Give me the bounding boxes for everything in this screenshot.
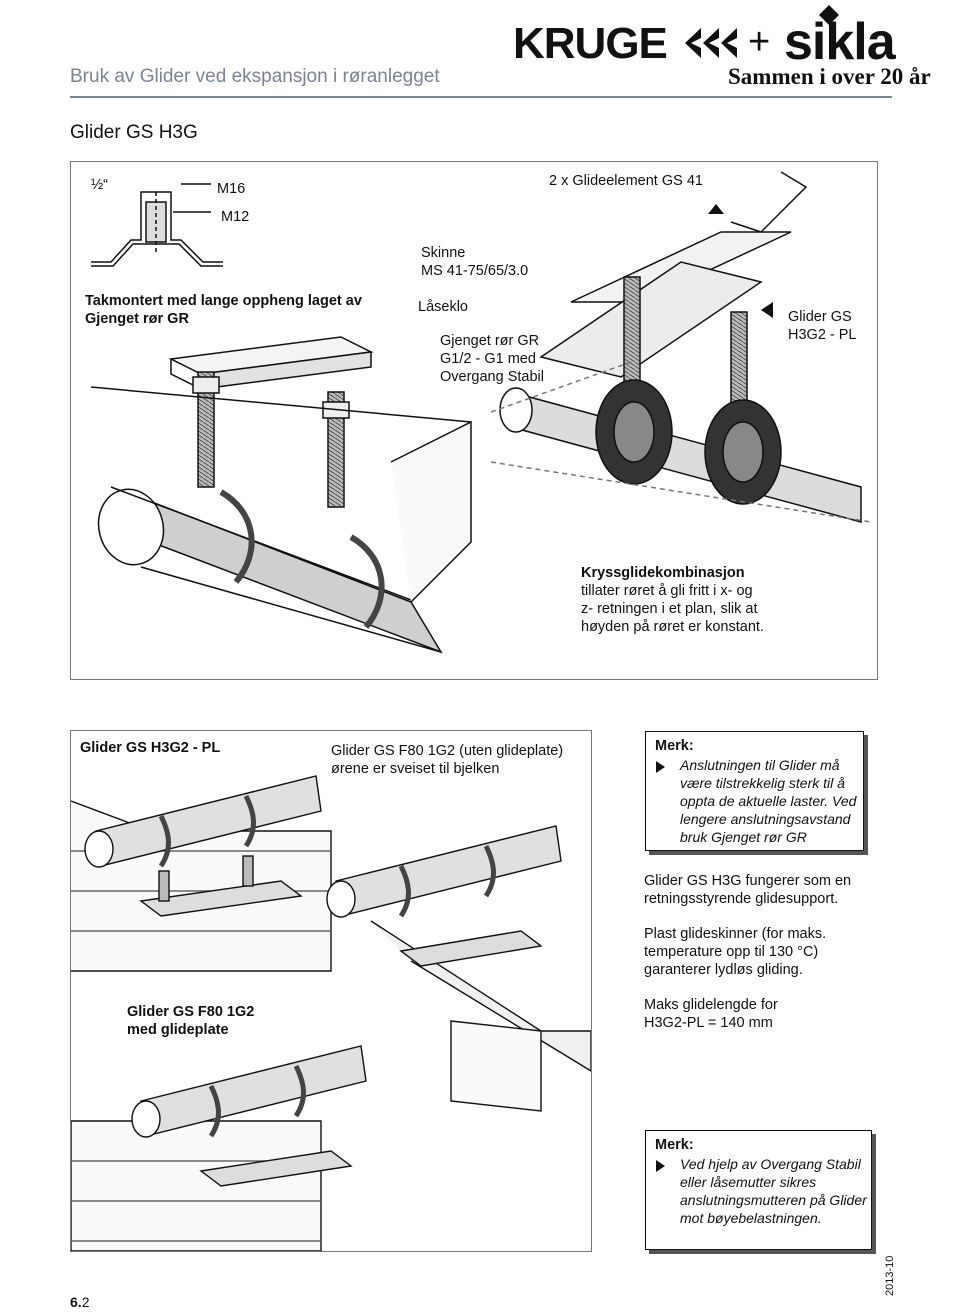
logo-tagline: Sammen i over 20 år	[728, 64, 931, 89]
info-line: retningsstyrende glidesupport.	[644, 891, 839, 907]
m16-label: M16	[217, 181, 246, 197]
section-title: Glider GS H3G	[70, 122, 198, 143]
variant-c-label-2: med glideplate	[127, 1022, 229, 1038]
sikla-diamond-icon	[819, 5, 839, 25]
info-paragraph-2: Plast glideskinner (for maks. temperatur…	[644, 925, 826, 979]
cross-slide-text-2: z- retningen i et plan, slik at	[581, 601, 758, 617]
info-line: temperature opp til 130 °C)	[644, 944, 819, 960]
figure-ceiling-mount: ½“ M16 M12 2 x Glideelement GS 41 Skinne…	[70, 161, 878, 680]
arrow-right-icon	[656, 1160, 665, 1172]
glider-label-1: Glider GS	[788, 309, 852, 325]
info-line: Plast glideskinner (for maks.	[644, 926, 827, 942]
kruge-logo: KRUGE	[513, 19, 668, 68]
cross-slide-text-1: tillater røret å gli fritt i x- og	[581, 583, 753, 599]
note-line: Anslutningen til Glider må	[680, 757, 840, 773]
info-line: garanterer lydløs gliding.	[644, 962, 803, 978]
ceiling-label-1: Takmontert med lange oppheng laget av	[85, 293, 362, 309]
note-line: være tilstrekkelig sterk til å	[680, 775, 845, 791]
variant-c-label-1: Glider GS F80 1G2	[127, 1004, 255, 1020]
note-body: Anslutningen til Glider må være tilstrek…	[680, 756, 856, 846]
ceiling-label-2: Gjenget rør GR	[85, 311, 189, 327]
cross-slide-text-3: høyden på røret er konstant.	[581, 619, 764, 635]
note-line: lengere anslutningsavstand	[680, 811, 851, 827]
glider-label-2: H3G2 - PL	[788, 327, 857, 343]
note-title: Merk:	[655, 1137, 694, 1153]
thread-label-3: Overgang Stabil	[440, 369, 544, 385]
info-line: Glider GS H3G fungerer som en	[644, 873, 852, 889]
logo-plus: +	[748, 21, 771, 63]
info-paragraph-3: Maks glidelengde for H3G2-PL = 140 mm	[644, 996, 778, 1032]
variant-b-label-1: Glider GS F80 1G2 (uten glideplate)	[331, 743, 564, 759]
cross-slide-title: Kryssglidekombinasjon	[581, 565, 745, 581]
note-line: anslutningsmutteren på Glider	[680, 1192, 867, 1208]
variant-b-label-2: ørene er sveiset til bjelken	[331, 761, 500, 777]
note-line: bruk Gjenget rør GR	[680, 829, 807, 845]
note-line: mot bøyebelastningen.	[680, 1210, 822, 1226]
thread-label-2: G1/2 - G1 med	[440, 351, 536, 367]
glide-elements-label: 2 x Glideelement GS 41	[549, 173, 703, 189]
arrow-right-icon	[656, 761, 665, 773]
variant-a-label: Glider GS H3G2 - PL	[80, 740, 221, 756]
page-number: 6.2	[70, 1294, 89, 1310]
ceiling-glider-illustration	[90, 171, 872, 654]
note-box-connection: Merk: Anslutningen til Glider må være ti…	[645, 731, 864, 851]
info-paragraph-1: Glider GS H3G fungerer som en retningsst…	[644, 872, 851, 908]
header-rule	[70, 96, 892, 98]
note-box-stabil: Merk: Ved hjelp av Overgang Stabil eller…	[645, 1130, 872, 1250]
note-title: Merk:	[655, 738, 694, 754]
note-body: Ved hjelp av Overgang Stabil eller låsem…	[680, 1155, 867, 1227]
info-line: H3G2-PL = 140 mm	[644, 1015, 773, 1031]
thread-label-1: Gjenget rør GR	[440, 333, 540, 349]
page-number-main: 6.	[70, 1294, 82, 1310]
issue-date: 2013-10	[884, 1255, 896, 1296]
m12-label: M12	[221, 209, 250, 225]
rail-label-2: MS 41-75/65/3.0	[421, 263, 529, 279]
figure-glider-variants: Glider GS H3G2 - PL Glider GS F80 1G2 (u…	[70, 730, 592, 1252]
note-line: eller låsemutter sikres	[680, 1174, 817, 1190]
half-inch-label: ½“	[91, 177, 108, 193]
note-line: oppta de aktuelle laster. Ved	[680, 793, 857, 809]
glider-variants-illustration	[71, 775, 591, 1251]
rail-label-1: Skinne	[421, 245, 466, 261]
info-line: Maks glidelengde for	[644, 997, 778, 1013]
lock-clip-label: Låseklo	[418, 299, 468, 315]
note-line: Ved hjelp av Overgang Stabil	[680, 1156, 861, 1172]
document-title: Bruk av Glider ved ekspansjon i røranleg…	[70, 66, 440, 87]
sikla-logo: sikla	[784, 13, 896, 71]
page-number-sub: 2	[81, 1294, 90, 1310]
kruge-chevrons-icon	[685, 28, 737, 58]
